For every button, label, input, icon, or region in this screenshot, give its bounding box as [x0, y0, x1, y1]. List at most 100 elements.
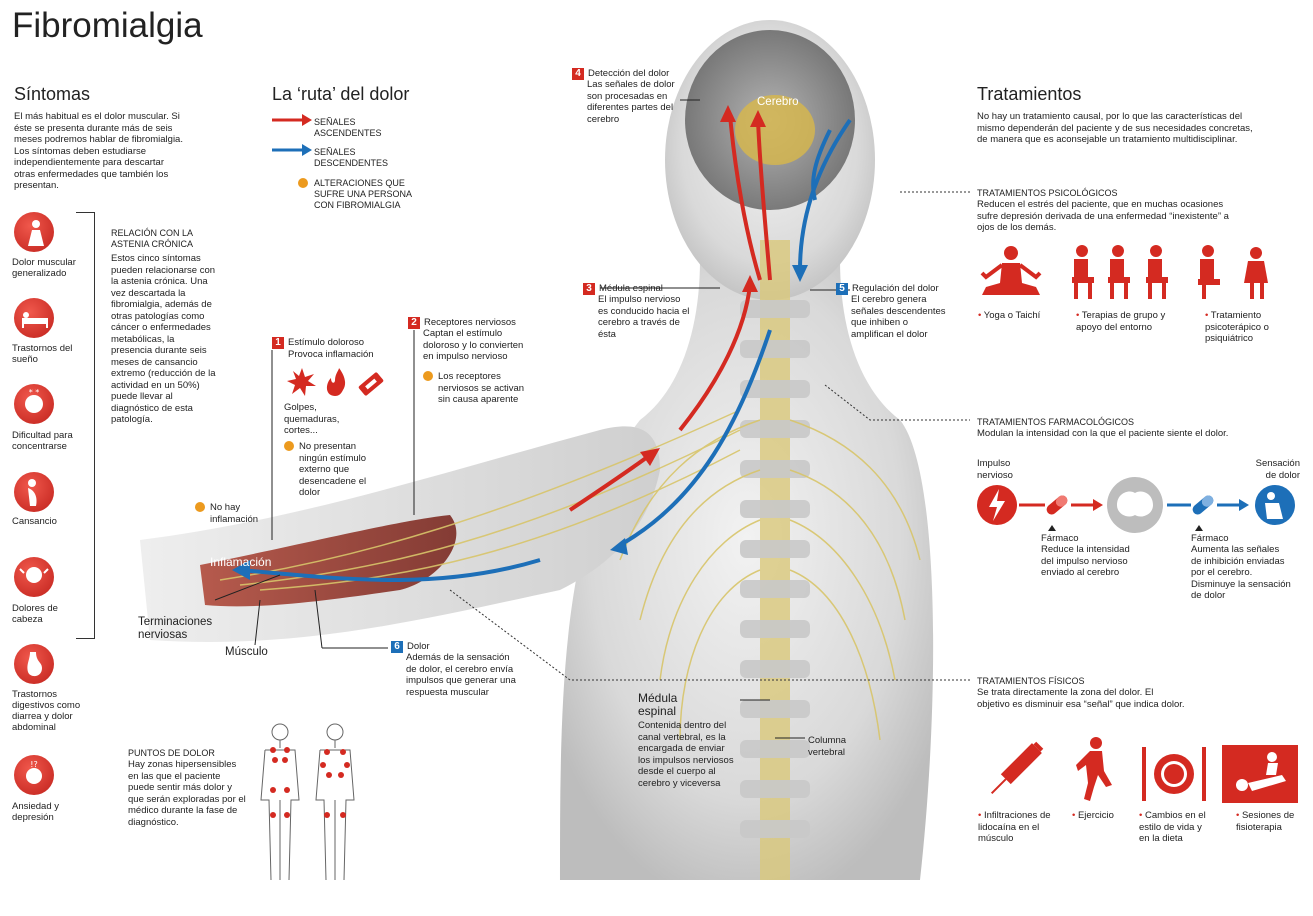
- step-5-title: Regulación del dolor: [852, 283, 939, 294]
- step-2-title: Receptores nerviosos: [424, 317, 516, 328]
- step-4: 4 Detección del dolor: [572, 68, 692, 80]
- fisico-item-2: • Ejercicio: [1072, 810, 1114, 821]
- step-3: 3 Médula espinal: [583, 283, 703, 295]
- label-columna: Columna vertebral: [808, 735, 847, 758]
- farma2-title: Fármaco: [1191, 533, 1229, 544]
- impact-icon: [287, 368, 316, 396]
- fisico-item-3: • Cambios en el estilo de vida y en la d…: [1139, 810, 1206, 844]
- symptom-label-4: Cansancio: [12, 516, 57, 527]
- fisico-text: Se trata directamente la zona del dolor.…: [977, 687, 1185, 710]
- legend-ascending-label: SEÑALES ASCENDENTES: [314, 117, 382, 138]
- running-icon: [1076, 737, 1112, 801]
- step-6: 6 Dolor: [391, 641, 521, 653]
- step-2-number: 2: [408, 317, 420, 329]
- puntos-title: PUNTOS DE DOLOR: [128, 748, 215, 758]
- psychotherapy-icon: [1198, 245, 1268, 299]
- symptoms-bracket: [76, 212, 95, 639]
- page-title: Fibromialgia: [12, 6, 203, 45]
- symptom-label-1: Dolor muscular generalizado: [12, 257, 76, 279]
- step-1: 1 Estímulo doloroso Provoca inflamación: [272, 337, 382, 361]
- relacion-title: RELACIÓN CON LA ASTENIA CRÓNICA: [111, 228, 194, 249]
- relacion-text: Estos cinco síntomas pueden relacionarse…: [111, 253, 216, 425]
- step-1-alt-dot: [284, 441, 298, 459]
- ruta-heading: La ‘ruta’ del dolor: [272, 84, 410, 104]
- step-1-text: Provoca inflamación: [288, 349, 374, 360]
- step-4-title: Detección del dolor: [588, 68, 670, 79]
- legend-alteration-label: ALTERACIONES QUE SUFRE UNA PERSONA CON F…: [314, 178, 412, 210]
- step-5: 5 Regulación del dolor: [836, 283, 956, 295]
- psico-title: TRATAMIENTOS PSICOLÓGICOS: [977, 188, 1118, 198]
- step-5-number: 5: [836, 283, 848, 295]
- fisico-title: TRATAMIENTOS FÍSICOS: [977, 676, 1085, 686]
- tired-person-icon: [14, 472, 54, 512]
- psico-item-2: • Terapias de grupo y apoyo del entorno: [1076, 310, 1166, 333]
- step-1-number: 1: [272, 337, 284, 349]
- step-6-title: Dolor: [407, 641, 430, 652]
- psico-text: Reducen el estrés del paciente, que en m…: [977, 199, 1229, 233]
- label-inflamacion: Inflamación: [210, 555, 272, 569]
- symptom-label-5: Dolores de cabeza: [12, 603, 58, 625]
- psico-item-3: • Tratamiento psicoterápico o psiquiátri…: [1205, 310, 1269, 344]
- yoga-icon: [980, 246, 1042, 295]
- label-medula-title: Médula espinal: [638, 691, 678, 718]
- step-3-number: 3: [583, 283, 595, 295]
- pharmacology-flow: [977, 477, 1295, 533]
- stomach-icon: [14, 644, 54, 684]
- symptom-label-3: Dificultad para concentrarse: [12, 430, 73, 452]
- label-medula-text: Contenida dentro del canal vertebral, es…: [638, 720, 734, 789]
- step-2-alt-dot: [423, 371, 437, 389]
- farma1-text: Reduce la intensidad del impulso nervios…: [1041, 544, 1130, 578]
- syringe-icon: [990, 741, 1044, 795]
- farma-title: TRATAMIENTOS FARMACOLÓGICOS: [977, 417, 1135, 427]
- label-cerebro: Cerebro: [757, 96, 799, 108]
- step-5-text: El cerebro genera señales descendentes q…: [851, 294, 946, 340]
- step-6-text: Además de la sensación de dolor, el cere…: [406, 652, 516, 698]
- diet-plate-icon: [1142, 747, 1206, 801]
- head-alert-icon: * *: [14, 384, 54, 424]
- tratamientos-intro: No hay un tratamiento causal, por lo que…: [977, 111, 1253, 145]
- fire-icon: [326, 368, 346, 396]
- step-1-caption: Golpes, quemaduras, cortes...: [284, 402, 340, 436]
- step-2-text: Captan el estímulo doloroso y lo convier…: [423, 328, 524, 362]
- farma-text: Modulan la intensidad con la que el paci…: [977, 428, 1229, 439]
- puntos-text: Hay zonas hipersensibles en las que el p…: [128, 759, 246, 828]
- headache-icon: [14, 557, 54, 597]
- legend-alteration-dot: [298, 178, 312, 196]
- step-3-text: El impulso nervioso es conducido hacia e…: [598, 294, 690, 340]
- step-6-number: 6: [391, 641, 403, 653]
- label-terminaciones: Terminaciones nerviosas: [138, 616, 213, 641]
- svg-text:* *: * *: [29, 388, 40, 397]
- psico-item-1: • Yoga o Taichí: [978, 310, 1041, 321]
- fisico-item-4: • Sesiones de fisioterapia: [1236, 810, 1295, 833]
- muscle-pain-icon: [14, 212, 54, 252]
- step-4-number: 4: [572, 68, 584, 80]
- step-4-text: Las señales de dolor son procesadas en d…: [587, 79, 675, 125]
- farma-sensacion-label: Sensación de dolor: [1255, 458, 1300, 481]
- razor-blade-icon: [358, 372, 384, 396]
- farma1-title: Fármaco: [1041, 533, 1079, 544]
- step-2-alt-text: Los receptores nerviosos se activan sin …: [438, 371, 525, 405]
- label-musculo: Músculo: [225, 646, 268, 658]
- legend-descending-label: SEÑALES DESCENDENTES: [314, 147, 389, 168]
- legend-ascending-arrow-icon: [272, 114, 312, 126]
- step-2: 2 Receptores nerviosos: [408, 317, 528, 329]
- anxiety-icon: !?: [14, 755, 54, 795]
- tratamientos-heading: Tratamientos: [977, 84, 1082, 104]
- step-1-title: Estímulo doloroso: [288, 337, 365, 348]
- no-inflammation-dot: [195, 502, 209, 520]
- pain-points-bodies-icon: [260, 723, 355, 881]
- no-inflammation-text: No hay inflamación: [210, 502, 259, 525]
- farma2-text: Aumenta las señales de inhibición enviad…: [1191, 544, 1291, 601]
- symptom-label-2: Trastornos del sueño: [12, 343, 73, 365]
- fisico-item-1: • Infiltraciones de lidocaína en el músc…: [978, 810, 1051, 844]
- group-therapy-icon: [1072, 245, 1168, 299]
- symptom-label-6: Trastornos digestivos como diarrea y dol…: [12, 689, 81, 733]
- stimulus-icons: [287, 368, 384, 396]
- step-1-alt-text: No presentan ningún estímulo externo que…: [299, 441, 367, 498]
- pill-blue-icon: [1192, 495, 1214, 515]
- step-3-title: Médula espinal: [599, 283, 663, 294]
- sintomas-intro: El más habitual es el dolor muscular. Si…: [14, 111, 183, 191]
- bed-icon: [14, 298, 54, 338]
- svg-text:!?: !?: [30, 760, 37, 769]
